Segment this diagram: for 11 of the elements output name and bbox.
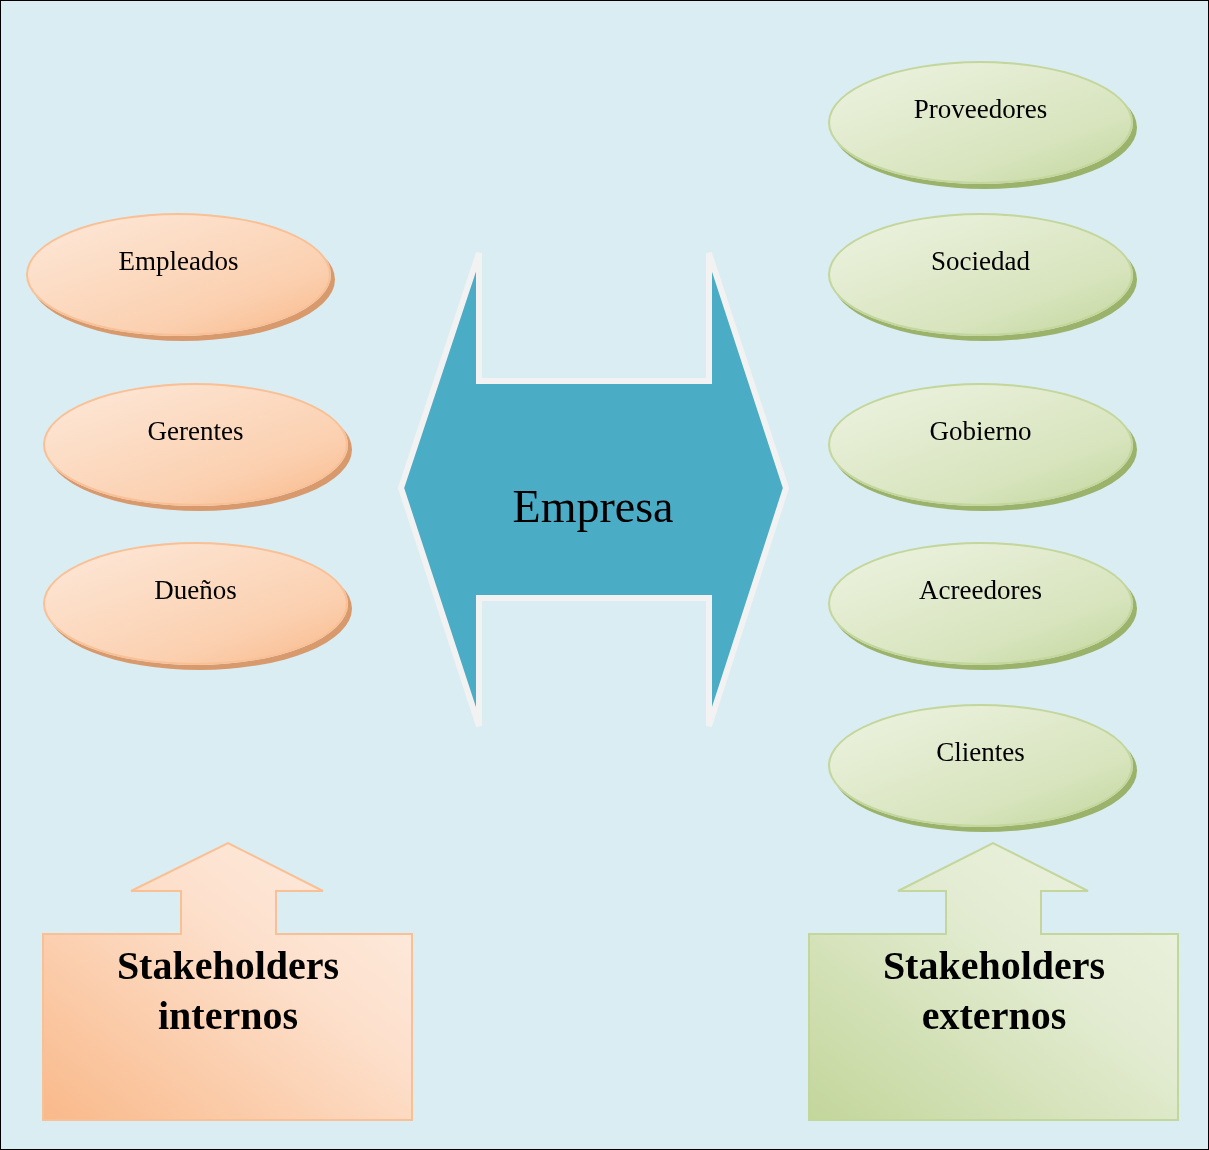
ellipse-label: Dueños [154,574,237,607]
ellipse-label: Sociedad [931,245,1030,278]
ellipse-label: Acreedores [919,574,1042,607]
ellipse-label: Gerentes [147,415,244,448]
group-title: Stakeholders internos [115,942,341,1040]
ellipse-label: Gobierno [929,415,1032,448]
ellipse-label: Proveedores [913,93,1048,126]
center-label: Empresa [512,479,674,534]
group-title: Stakeholders externos [881,942,1107,1040]
ellipse-label: Clientes [936,736,1025,769]
ellipse-label: Empleados [118,245,239,278]
